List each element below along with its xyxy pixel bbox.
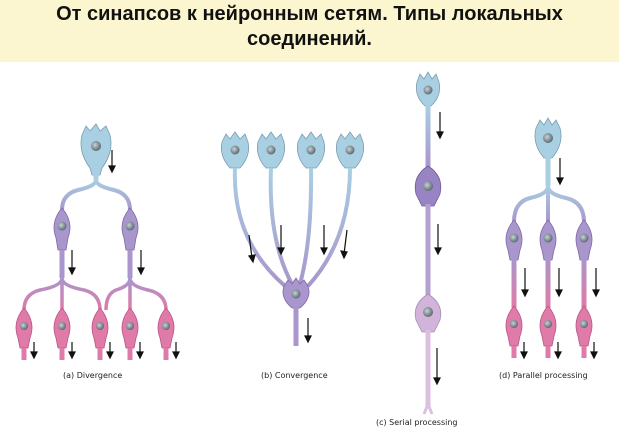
panel-divergence xyxy=(15,123,180,360)
arrows-parallel xyxy=(520,158,600,360)
pink-neurons xyxy=(15,307,175,349)
panel-serial xyxy=(414,71,444,415)
arrows-serial xyxy=(433,112,444,386)
neuron-middle-left xyxy=(53,207,71,278)
neuron-parallel-top xyxy=(534,117,562,186)
page-title: От синапсов к нейронным сетям. Типы лока… xyxy=(0,2,619,52)
neuron-convergence-target xyxy=(282,277,310,346)
neuron-serial-3 xyxy=(414,293,442,333)
neuron-serial-2 xyxy=(414,165,442,207)
title-line-2: соединений. xyxy=(247,28,372,50)
panel-convergence xyxy=(220,131,365,346)
neuron-serial-1 xyxy=(415,71,441,107)
panel-parallel xyxy=(505,117,600,360)
neuron-middle-right xyxy=(121,207,139,278)
title-line-1: От синапсов к нейронным сетям. Типы лока… xyxy=(56,3,563,25)
caption-serial: (c) Serial processing xyxy=(376,418,458,427)
neuron-top xyxy=(80,123,112,180)
caption-parallel: (d) Parallel processing xyxy=(499,371,588,380)
arrows-divergence xyxy=(30,150,180,360)
title-band xyxy=(0,0,619,62)
blue-neurons-convergence xyxy=(220,131,365,169)
caption-convergence: (b) Convergence xyxy=(261,371,328,380)
arrows-convergence xyxy=(247,225,348,344)
caption-divergence: (a) Divergence xyxy=(63,371,123,380)
